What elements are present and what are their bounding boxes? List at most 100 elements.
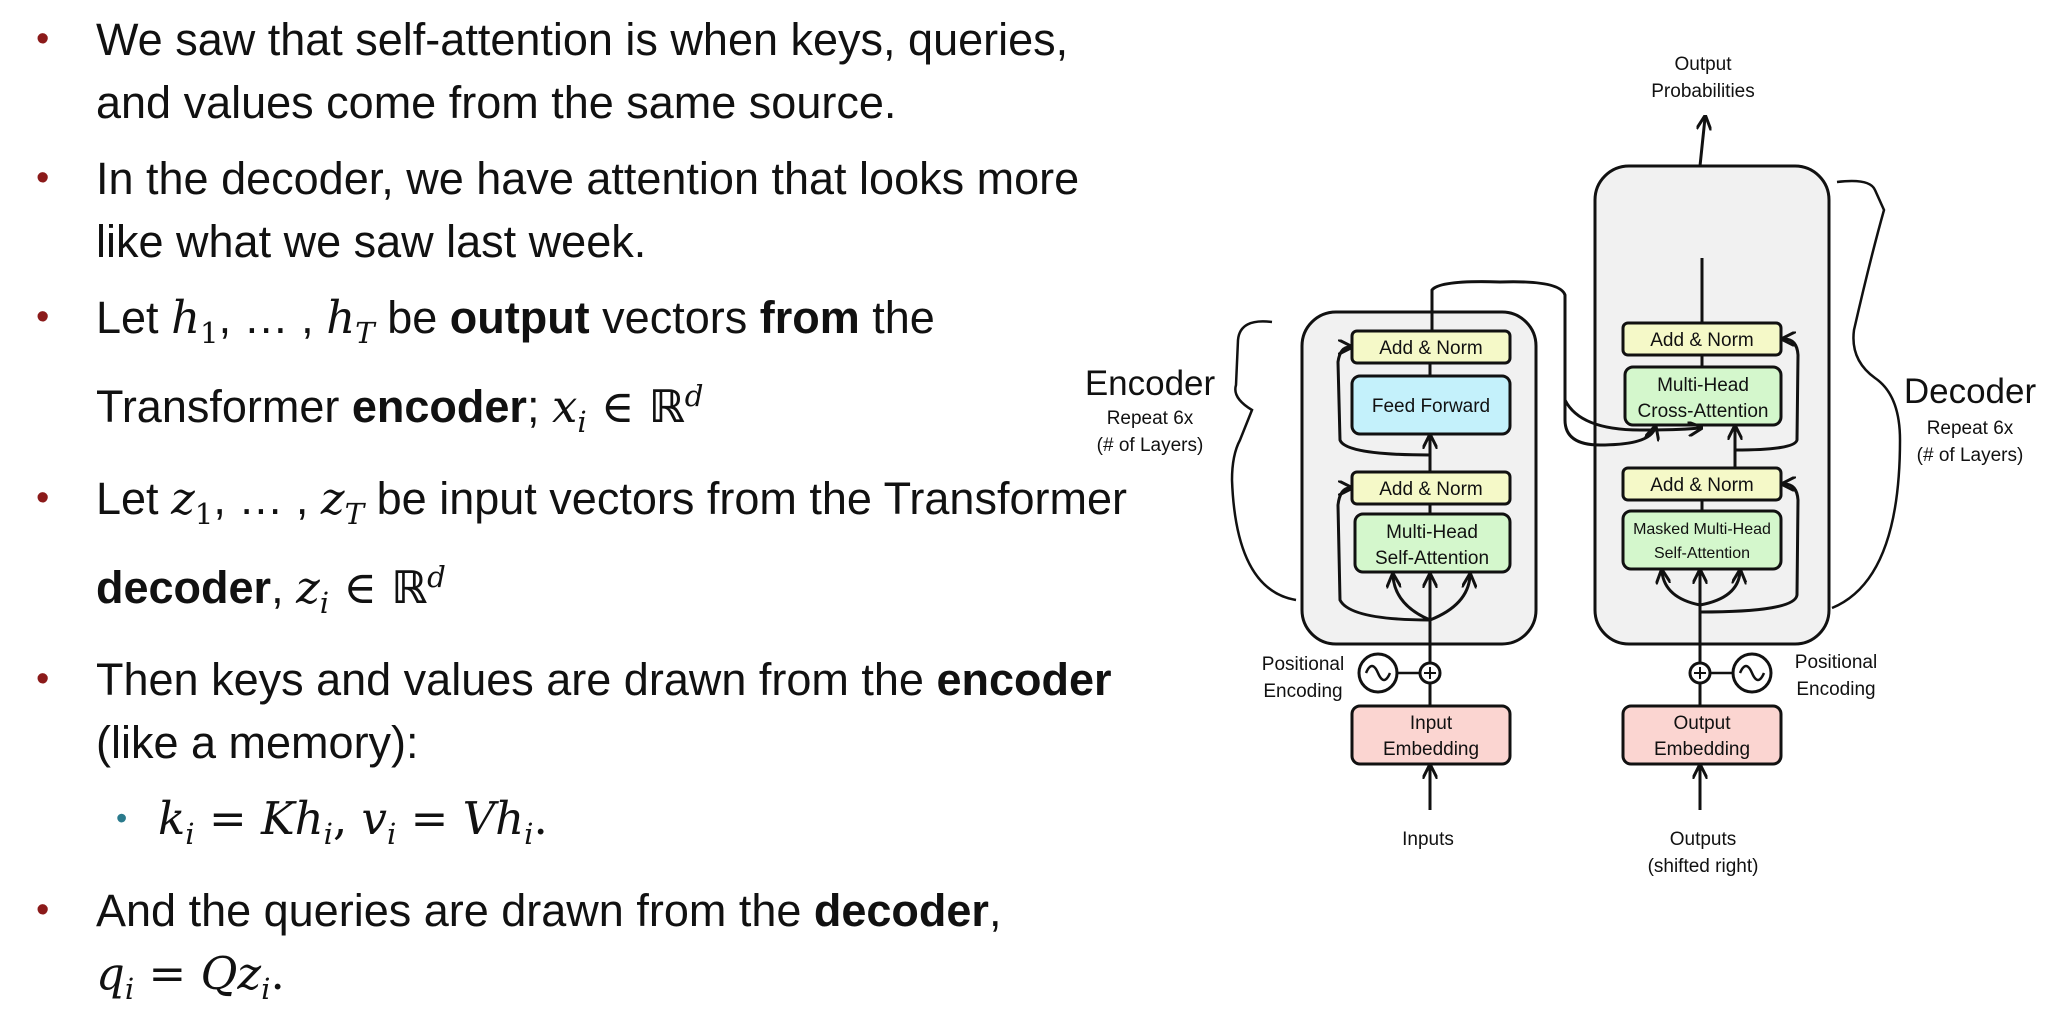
- decoder-repeat-2: (# of Layers): [1917, 445, 2024, 466]
- math: ∈: [329, 561, 392, 614]
- math-sub: i: [124, 972, 135, 1006]
- enc-self-attn-box: [1353, 512, 1512, 574]
- dec-pos-enc-label-2: Encoding: [1796, 679, 1875, 700]
- text: the Transformer: [96, 292, 935, 432]
- output-embedding-label-1: Output: [1673, 713, 1731, 734]
- dec-add-norm-top-label: Add & Norm: [1650, 330, 1753, 351]
- math: =: [194, 792, 261, 845]
- dec-v-branch: [1699, 572, 1740, 607]
- text-bold: from: [759, 292, 860, 343]
- enc-adder-plus: [1424, 667, 1436, 679]
- math-sub: i: [577, 405, 587, 439]
- math: z: [320, 472, 345, 525]
- math-sub: i: [524, 817, 534, 851]
- encoder-repeat-1: Repeat 6x: [1107, 408, 1194, 429]
- dec-add-norm-bottom-label: Add & Norm: [1650, 475, 1753, 496]
- text-bold: decoder: [96, 562, 272, 613]
- math: Vh: [462, 792, 525, 845]
- dec-k-branch: [1662, 572, 1701, 607]
- encoder-title: Encoder: [1085, 364, 1216, 403]
- output-probs-label-1: Output: [1674, 54, 1732, 75]
- math: Qz: [200, 947, 262, 1000]
- transformer-diagram: Output Probabilities Add & Norm Feed For…: [1085, 54, 2037, 877]
- output-embedding-label-2: Embedding: [1654, 739, 1750, 760]
- text: ;: [526, 381, 552, 432]
- enc-sine-wave: [1364, 664, 1392, 682]
- bullet-keys-values: Then keys and values are drawn from the …: [30, 648, 1140, 774]
- math-sup: d: [684, 379, 704, 413]
- math: .: [533, 792, 548, 845]
- dec-adder-plus: [1694, 667, 1706, 679]
- math-sub: T: [344, 497, 365, 531]
- encoder-repeat-2: (# of Layers): [1097, 435, 1204, 456]
- dec-pos-enc-label-1: Positional: [1795, 652, 1877, 673]
- math: ℝ: [648, 380, 685, 433]
- bullet-self-attention: We saw that self-attention is when keys,…: [30, 8, 1140, 134]
- math: ∈: [586, 380, 649, 433]
- text: ,: [988, 885, 1002, 936]
- input-embedding-label-2: Embedding: [1383, 739, 1479, 760]
- math: ,: [332, 792, 362, 845]
- bullet-text: We saw that self-attention is when keys,…: [96, 14, 1069, 128]
- enc-to-cross-attn-2: [1563, 399, 1700, 430]
- text: And the queries are drawn from the: [96, 885, 814, 936]
- enc-residual-2: [1336, 347, 1431, 457]
- enc-pos-enc-label-2: Encoding: [1263, 681, 1342, 702]
- enc-add-norm-bottom-label: Add & Norm: [1379, 479, 1482, 500]
- text-bold: output: [449, 292, 590, 343]
- enc-residual-1: [1336, 488, 1431, 622]
- enc-k-branch: [1393, 576, 1431, 622]
- enc-feed-forward-label: Feed Forward: [1372, 396, 1490, 417]
- input-embedding-label-1: Input: [1410, 713, 1453, 734]
- text: ,: [271, 562, 297, 613]
- bullet-kv-formula: ki = Khi, vi = Vhi.: [30, 787, 1140, 866]
- enc-to-cross-attn: [1430, 280, 1655, 447]
- encoder-brace: [1230, 320, 1297, 602]
- decoder-repeat-1: Repeat 6x: [1927, 418, 2014, 439]
- text: (like a memory):: [96, 717, 419, 768]
- dec-residual-1: [1699, 484, 1800, 614]
- math: h: [171, 291, 201, 344]
- math-sub: i: [185, 817, 195, 851]
- math-sub: 1: [200, 316, 219, 350]
- bullet-encoder-outputs: Let h1, … , hT be output vectors from th…: [30, 286, 1140, 454]
- math-sub: 1: [194, 497, 214, 531]
- dec-cross-attn-label-2: Cross-Attention: [1638, 401, 1769, 422]
- math: .: [270, 947, 285, 1000]
- math: k: [158, 792, 186, 845]
- text: , … ,: [213, 473, 321, 524]
- math-sub: i: [386, 817, 397, 851]
- dec-masked-attn-label-2: Self-Attention: [1654, 545, 1750, 562]
- math: x: [551, 380, 578, 433]
- dec-cross-attn-label-1: Multi-Head: [1657, 375, 1749, 396]
- math: v: [361, 792, 387, 845]
- enc-self-attn-label-1: Multi-Head: [1386, 522, 1478, 543]
- dec-masked-attn-label-1: Masked Multi-Head: [1633, 521, 1771, 538]
- text: be input vectors from the Transformer: [364, 473, 1127, 524]
- bullet-decoder-attention: In the decoder, we have attention that l…: [30, 147, 1140, 273]
- text: Then keys and values are drawn from the: [96, 654, 937, 705]
- enc-add-norm-top-label: Add & Norm: [1379, 338, 1482, 359]
- output-probs-label-2: Probabilities: [1651, 81, 1755, 102]
- decoder-brace: [1831, 179, 1902, 610]
- enc-self-attn-label-2: Self-Attention: [1375, 548, 1489, 569]
- dec-residual-2: [1734, 339, 1800, 452]
- math: z: [171, 472, 195, 525]
- inputs-label: Inputs: [1402, 829, 1454, 850]
- bullet-text: In the decoder, we have attention that l…: [96, 153, 1080, 267]
- text: be: [374, 292, 450, 343]
- math: ℝ: [391, 561, 428, 614]
- math-sup: d: [427, 560, 446, 594]
- text: Let: [96, 292, 172, 343]
- math: =: [396, 792, 463, 845]
- math: Kh: [260, 792, 324, 845]
- math-sub: T: [355, 316, 375, 350]
- dec-sine-wave: [1738, 664, 1766, 682]
- math-sub: i: [323, 817, 333, 851]
- text-bold: encoder: [936, 654, 1112, 705]
- math-sub: i: [261, 972, 271, 1006]
- math: q: [96, 947, 125, 1000]
- math-sub: i: [319, 586, 330, 620]
- math: z: [296, 561, 320, 614]
- decoder-title: Decoder: [1904, 372, 2037, 411]
